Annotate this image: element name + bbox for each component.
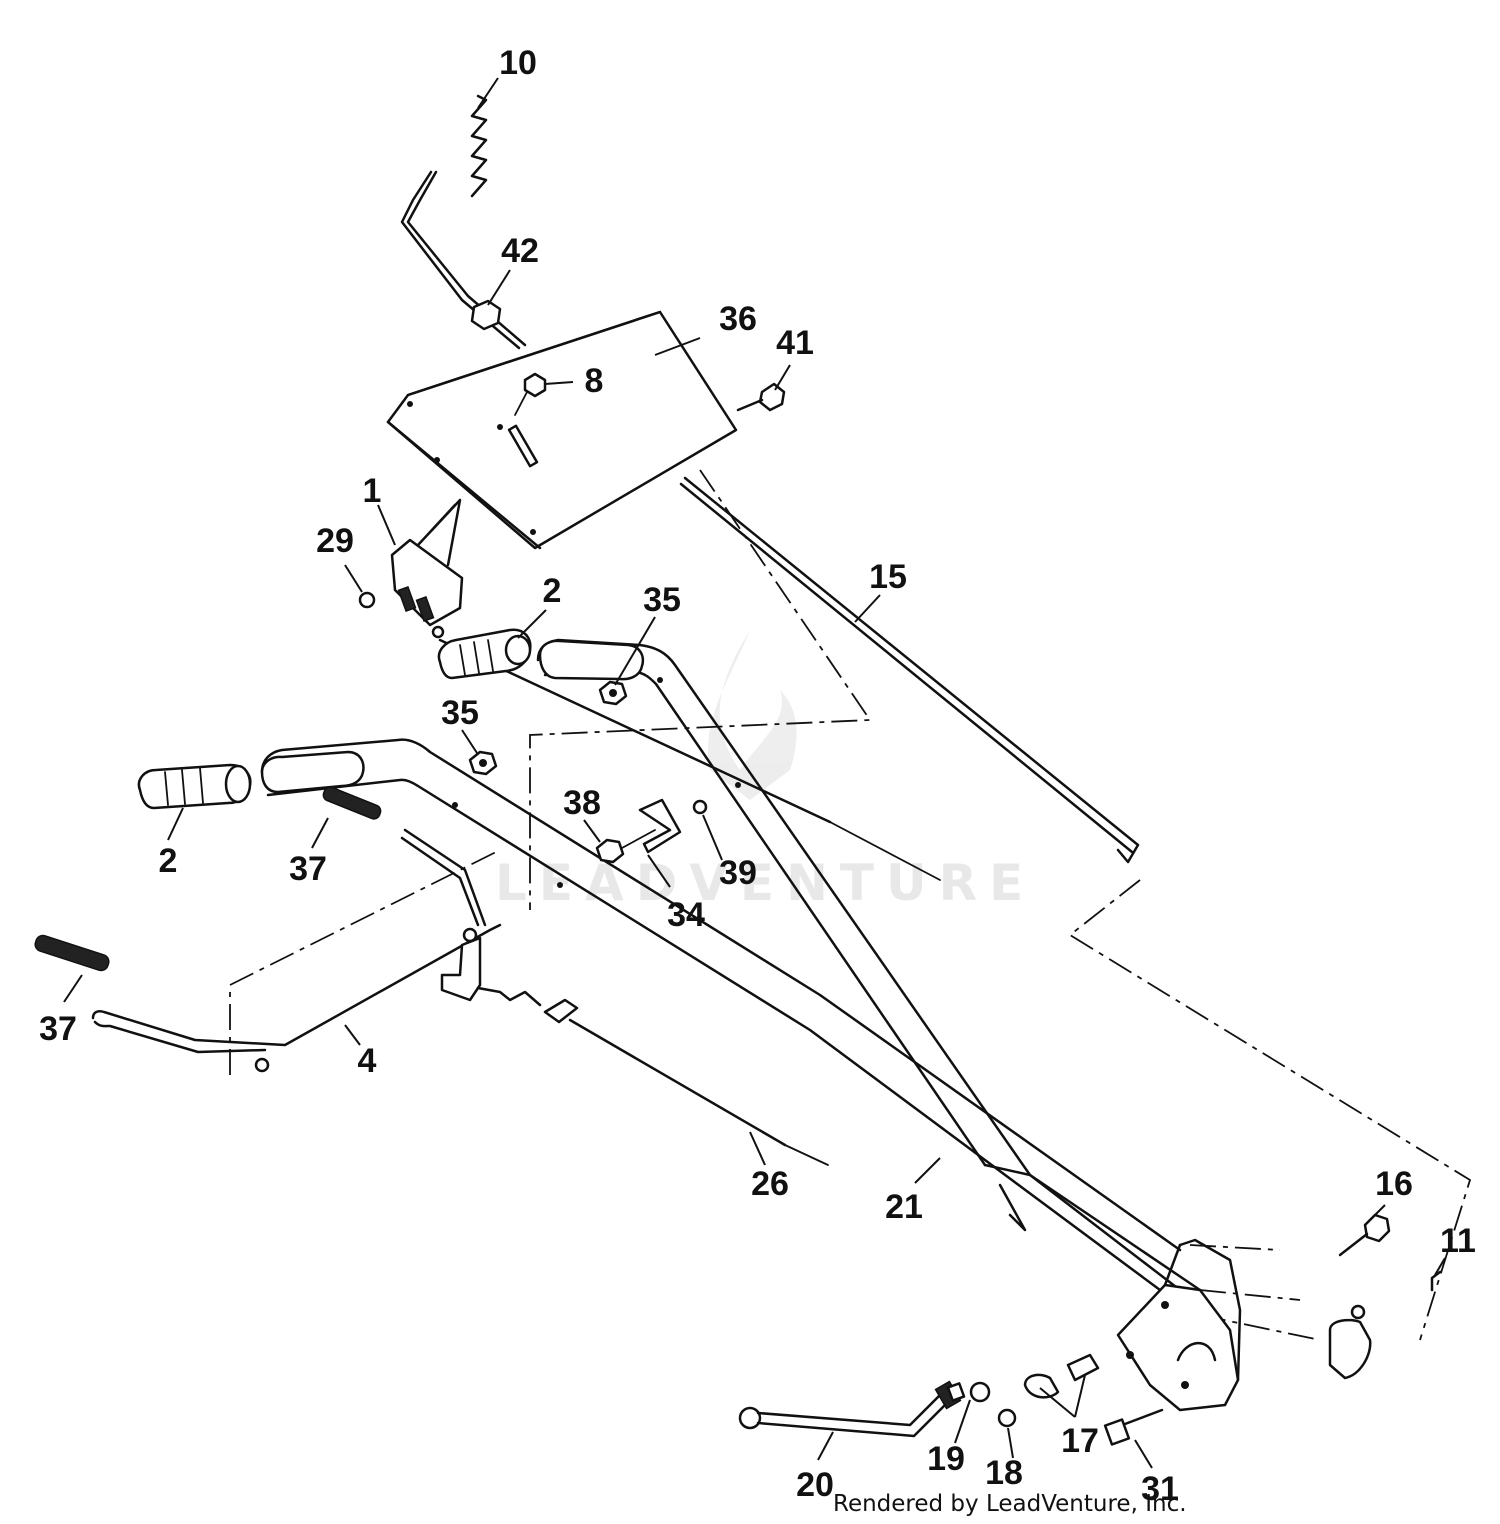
grip-part-2-upper bbox=[437, 628, 532, 680]
label-part-20: 20 bbox=[796, 1466, 834, 1504]
label-part-37-lower: 37 bbox=[39, 1010, 77, 1048]
rod-part-15 bbox=[679, 476, 1140, 864]
handle-frame-part-21 bbox=[260, 638, 1202, 1292]
label-part-17: 17 bbox=[1061, 1422, 1099, 1460]
label-part-35-lower: 35 bbox=[441, 694, 479, 732]
nut-part-29 bbox=[358, 591, 376, 609]
spacers-part-17 bbox=[1023, 1353, 1100, 1399]
throttle-cable bbox=[438, 638, 941, 881]
label-part-16: 16 bbox=[1375, 1165, 1413, 1203]
flame-logo-icon bbox=[708, 630, 797, 800]
grip-part-37-upper bbox=[322, 786, 382, 820]
leader-lines bbox=[63, 77, 1446, 1469]
label-part-15: 15 bbox=[869, 558, 907, 596]
leadventure-watermark: LEADVENTURE bbox=[495, 630, 1035, 912]
label-part-42: 42 bbox=[501, 232, 539, 270]
cable-part-26 bbox=[476, 986, 829, 1166]
label-part-19: 19 bbox=[927, 1440, 965, 1478]
label-part-10: 10 bbox=[499, 44, 537, 82]
watermark-text: LEADVENTURE bbox=[495, 854, 1035, 912]
label-part-2-upper: 2 bbox=[543, 572, 562, 610]
label-part-18: 18 bbox=[985, 1454, 1023, 1492]
hub-plate bbox=[1328, 1304, 1372, 1380]
switch-bracket-part-1 bbox=[390, 498, 464, 639]
label-part-8: 8 bbox=[585, 362, 604, 400]
lever-part-20 bbox=[738, 1380, 962, 1438]
bolt-part-41 bbox=[736, 382, 786, 412]
bracket-part-34 bbox=[638, 798, 682, 854]
nut-part-35-upper bbox=[598, 680, 628, 706]
washer-part-18 bbox=[969, 1381, 1017, 1428]
screw-part-19 bbox=[946, 1382, 966, 1402]
label-part-41: 41 bbox=[776, 324, 814, 362]
label-part-34: 34 bbox=[667, 896, 705, 934]
label-part-26: 26 bbox=[751, 1165, 789, 1203]
label-part-4: 4 bbox=[358, 1042, 377, 1080]
label-part-21: 21 bbox=[885, 1188, 923, 1226]
label-part-1: 1 bbox=[363, 472, 382, 510]
label-part-36: 36 bbox=[719, 300, 757, 338]
lever-part-4 bbox=[91, 828, 502, 1073]
nut-part-42 bbox=[470, 299, 502, 331]
label-part-31: 31 bbox=[1141, 1470, 1179, 1508]
grip-part-37-lower bbox=[34, 934, 110, 972]
label-part-29: 29 bbox=[316, 522, 354, 560]
part-labels: 10 42 36 41 8 1 29 15 2 35 35 2 37 38 39… bbox=[39, 44, 1476, 1508]
nut-part-35-lower bbox=[468, 750, 498, 776]
label-part-39: 39 bbox=[719, 854, 757, 892]
nut-part-38 bbox=[595, 829, 656, 864]
screw-part-8 bbox=[514, 372, 547, 416]
label-part-38: 38 bbox=[563, 784, 601, 822]
spring-part-10 bbox=[400, 94, 527, 350]
label-part-2-lower: 2 bbox=[159, 842, 178, 880]
grip-part-2-lower bbox=[137, 763, 252, 810]
pivot-housing bbox=[1116, 1238, 1242, 1412]
bolt-part-16 bbox=[1338, 1213, 1391, 1257]
label-part-11: 11 bbox=[1440, 1222, 1476, 1260]
footer-credit: Rendered by LeadVenture, Inc. bbox=[833, 1491, 1187, 1517]
label-part-35-upper: 35 bbox=[643, 581, 681, 619]
label-part-37-upper: 37 bbox=[289, 850, 327, 888]
washer-part-39 bbox=[692, 799, 708, 815]
bolt-part-31 bbox=[1103, 1408, 1164, 1446]
control-panel-part-36 bbox=[386, 310, 738, 550]
